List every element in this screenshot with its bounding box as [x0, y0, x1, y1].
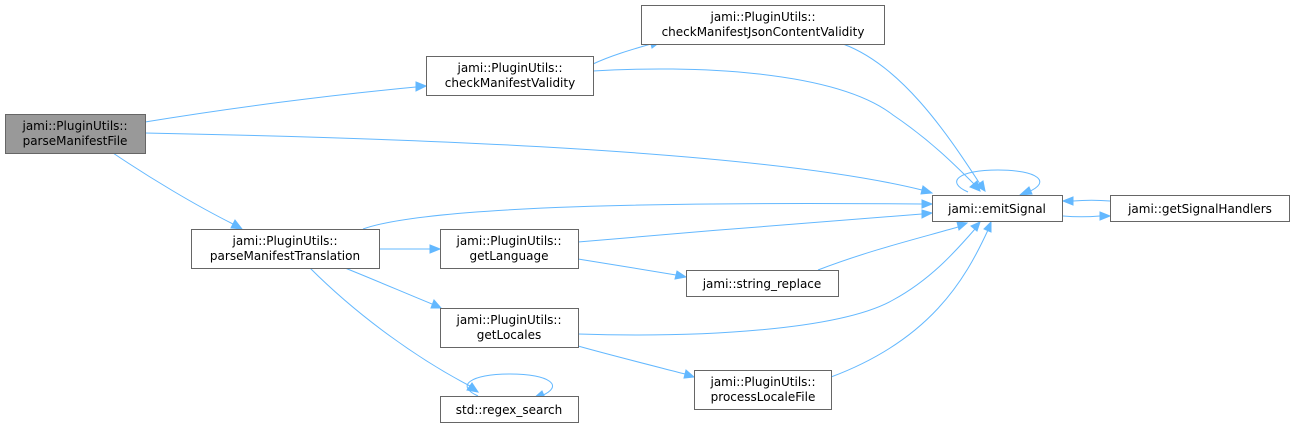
arrowhead [230, 219, 244, 230]
node-string-replace[interactable]: jami::string_replace [686, 270, 839, 297]
edge-checkmanifestjson-to-emitsignal [842, 43, 981, 185]
node-label-line1: jami::PluginUtils:: [455, 234, 561, 248]
edge-processlocalefile-to-emitsignal [830, 229, 989, 378]
arrowhead [430, 299, 443, 309]
arrowhead [1099, 211, 1112, 221]
node-label: jami::emitSignal [947, 202, 1046, 216]
arrowhead [975, 180, 986, 192]
arrowhead [466, 382, 480, 393]
arrowhead [983, 220, 992, 233]
edge-getlocales-to-emitsignal [577, 228, 976, 336]
node-label-line2: parseManifestFile [23, 134, 128, 148]
edge-parsemanifesttranslation-to-getlocales [344, 267, 433, 305]
arrowhead [683, 369, 696, 379]
node-label-line2: processLocaleFile [711, 390, 816, 404]
node-label: jami::string_replace [702, 277, 822, 291]
edge-stringreplace-to-emitsignal [817, 226, 959, 271]
edge-checkmanifestvalidity-to-emitsignal [592, 68, 975, 185]
node-label-line1: jami::PluginUtils:: [21, 119, 127, 133]
node-label: std::regex_search [456, 403, 562, 417]
edge-getlanguage-to-emitsignal [577, 213, 923, 243]
edge-regexsearch-self-loop [466, 373, 553, 397]
edge-emitsignal-to-getsignalhandlers [1062, 215, 1101, 218]
arrowhead [921, 209, 934, 219]
nodes: jami::PluginUtils:: parseManifestFile ja… [5, 5, 1290, 423]
node-label-line1: jami::PluginUtils:: [455, 313, 561, 327]
edge-emitsignal-self-loop [956, 169, 1041, 193]
node-label: jami::getSignalHandlers [1127, 202, 1272, 216]
arrowhead [970, 221, 981, 232]
edge-parsemanifesttranslation-to-emitsignal [362, 202, 923, 230]
node-process-locale-file[interactable]: jami::PluginUtils:: processLocaleFile [694, 370, 832, 410]
node-emit-signal[interactable]: jami::emitSignal [932, 195, 1063, 222]
edge-checkmanifestvalidity-to-checkmanifestjson [592, 43, 652, 65]
arrowhead [920, 185, 934, 195]
arrowhead [956, 221, 969, 231]
node-label-line2: getLanguage [470, 249, 549, 263]
node-parse-manifest-file[interactable]: jami::PluginUtils:: parseManifestFile [5, 114, 146, 154]
node-label-line1: jami::PluginUtils:: [231, 234, 337, 248]
node-get-locales[interactable]: jami::PluginUtils:: getLocales [440, 308, 579, 348]
edge-parsemanifesttranslation-to-regexsearch [309, 267, 471, 387]
node-label-line2: checkManifestJsonContentValidity [662, 25, 865, 39]
arrowhead [1061, 196, 1074, 206]
node-regex-search[interactable]: std::regex_search [440, 396, 579, 423]
arrowhead [429, 244, 442, 254]
arrowhead [1018, 186, 1033, 196]
node-label-line1: jami::PluginUtils:: [456, 61, 562, 75]
arrowhead [674, 270, 688, 280]
edge-getsignalhandlers-to-emitsignal [1072, 199, 1111, 202]
edge-parsemanifestfile-to-emitsignal [144, 132, 923, 191]
node-get-language[interactable]: jami::PluginUtils:: getLanguage [440, 229, 579, 269]
node-label-line2: getLocales [477, 328, 541, 342]
node-label-line2: parseManifestTranslation [210, 249, 360, 263]
edge-parsemanifestfile-to-checkmanifestvalidity [144, 86, 417, 123]
node-parse-manifest-translation[interactable]: jami::PluginUtils:: parseManifestTransla… [191, 229, 380, 269]
edge-parsemanifestfile-to-parsemanifesttranslation [112, 152, 234, 225]
arrowhead [415, 81, 428, 92]
node-label-line2: checkManifestValidity [445, 76, 575, 90]
node-check-manifest-json-content-validity[interactable]: jami::PluginUtils:: checkManifestJsonCon… [641, 5, 885, 45]
arrowhead [921, 199, 934, 209]
node-label-line1: jami::PluginUtils:: [709, 10, 815, 24]
node-label-line1: jami::PluginUtils:: [709, 375, 815, 389]
node-check-manifest-validity[interactable]: jami::PluginUtils:: checkManifestValidit… [426, 56, 594, 96]
edge-getlanguage-to-stringreplace [577, 258, 677, 276]
edge-getlocales-to-processlocalefile [577, 345, 686, 375]
edges [112, 39, 1112, 400]
node-get-signal-handlers[interactable]: jami::getSignalHandlers [1110, 195, 1290, 222]
